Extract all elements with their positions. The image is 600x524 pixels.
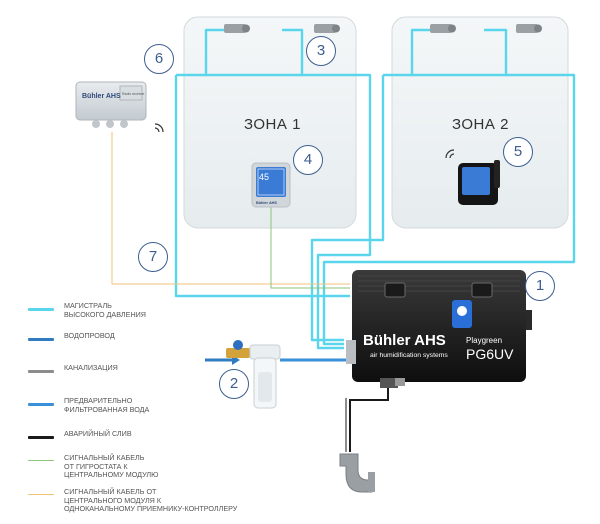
callout-1: 1 xyxy=(525,271,555,301)
unit-tagline: air humidification systems xyxy=(370,352,448,359)
callout-4: 4 xyxy=(293,145,323,175)
wireless-signal-icon-zone2 xyxy=(445,149,455,159)
hygrostat-signal-cable xyxy=(270,205,350,289)
legend-swatch xyxy=(28,494,54,495)
high-pressure-lines xyxy=(174,28,576,350)
misting-nozzles xyxy=(224,24,542,33)
zone-2-area xyxy=(391,16,569,229)
central-unit xyxy=(346,270,532,388)
legend-swatch xyxy=(28,308,54,311)
callout-2: 2 xyxy=(219,369,249,399)
pre-filter xyxy=(226,340,281,409)
legend-swatch xyxy=(28,436,54,439)
unit-model: PG6UV xyxy=(466,346,514,362)
unit-brand: Bühler AHS xyxy=(363,332,446,349)
callout-7: 7 xyxy=(138,242,168,272)
legend-swatch xyxy=(28,460,54,461)
legend-label: СИГНАЛЬНЫЙ КАБЕЛЬ ОТ ГИГРОСТАТА К ЦЕНТРА… xyxy=(64,453,159,480)
emergency-drain-line xyxy=(349,378,389,452)
zone-1-label: ЗОНА 1 xyxy=(244,116,301,133)
sewer-pipe xyxy=(368,472,375,492)
legend-label: КАНАЛИЗАЦИЯ xyxy=(64,363,118,372)
callout-5: 5 xyxy=(503,137,533,167)
radio-receiver xyxy=(75,81,147,128)
legend-swatch xyxy=(28,403,54,406)
zone-2-label: ЗОНА 2 xyxy=(452,116,509,133)
wireless-hygrostat xyxy=(458,160,500,205)
legend-label: МАГИСТРАЛЬ ВЫСОКОГО ДАВЛЕНИЯ xyxy=(64,301,146,319)
zone-1-area xyxy=(183,16,357,229)
callout-3: 3 xyxy=(306,36,336,66)
legend-label: ПРЕДВАРИТЕЛЬНО ФИЛЬТРОВАННАЯ ВОДА xyxy=(64,396,150,414)
hygrostat xyxy=(251,162,291,208)
receiver-subtitle: Radio receiver xyxy=(122,92,145,96)
hygrostat-reading: 45 xyxy=(259,172,269,182)
legend-swatch xyxy=(28,370,54,373)
legend-swatch xyxy=(28,338,54,341)
legend-label: СИГНАЛЬНЫЙ КАБЕЛЬ ОТ ЦЕНТРАЛЬНОГО МОДУЛЯ… xyxy=(64,487,238,514)
legend-label: АВАРИЙНЫЙ СЛИВ xyxy=(64,429,132,438)
sewer-trap xyxy=(339,453,373,493)
hygrostat-brand: Bühler AHS xyxy=(256,201,277,205)
unit-model-line: Playgreen xyxy=(466,336,502,345)
callout-6: 6 xyxy=(144,44,174,74)
wireless-signal-icon xyxy=(154,123,164,133)
legend-label: ВОДОПРОВОД xyxy=(64,331,115,340)
receiver-brand: Bühler AHS xyxy=(82,93,121,100)
